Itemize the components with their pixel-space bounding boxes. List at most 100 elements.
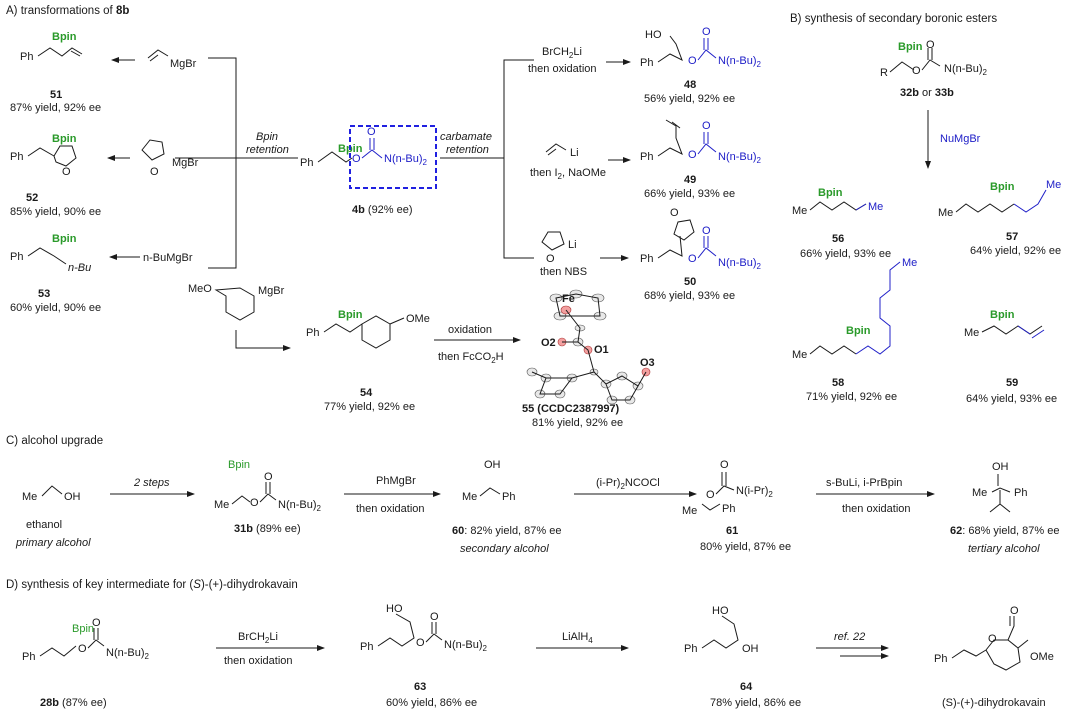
svg-text:HO: HO xyxy=(386,603,403,615)
svg-text:Me: Me xyxy=(972,487,987,499)
reagent-48-1: BrCH2Li xyxy=(542,46,582,60)
svg-text:Me: Me xyxy=(964,327,979,339)
svg-text:Me: Me xyxy=(792,205,807,217)
svg-text:Li: Li xyxy=(570,147,579,159)
compound-56-yield: 66% yield, 93% ee xyxy=(800,248,891,260)
compound-61-label: 61 xyxy=(726,525,738,537)
compound-28b: Ph Bpin O O N(n-Bu)2 28b (87% ee) xyxy=(22,617,150,709)
svg-text:O: O xyxy=(702,225,711,237)
svg-text:Me: Me xyxy=(214,499,229,511)
dihydrokavain-label: (S)-(+)-dihydrokavain xyxy=(942,697,1046,709)
numgbr-reagent: NuMgBr xyxy=(940,133,981,145)
svg-text:O2: O2 xyxy=(541,337,556,349)
svg-text:O1: O1 xyxy=(594,344,609,356)
lialh4-reagent: LiAlH4 xyxy=(562,631,593,645)
compound-54-label: 54 xyxy=(360,387,373,399)
section-b-title: B) synthesis of secondary boronic esters xyxy=(790,13,997,25)
svg-text:Ph: Ph xyxy=(502,491,515,503)
svg-text:Bpin: Bpin xyxy=(52,233,77,245)
compound-55-label: 55 (CCDC2387997) xyxy=(522,403,620,415)
svg-text:N(n-Bu)2: N(n-Bu)2 xyxy=(278,499,322,513)
carbamate-retention-label: carbamate xyxy=(440,131,492,143)
compound-52-label: 52 xyxy=(26,192,38,204)
svg-text:O: O xyxy=(264,471,273,483)
compound-62: OH Me Ph 62: 68% yield, 87% ee tertiary … xyxy=(950,461,1059,555)
svg-text:Ph: Ph xyxy=(1014,487,1027,499)
svg-text:Ph: Ph xyxy=(22,651,35,663)
svg-text:Li: Li xyxy=(568,239,577,251)
svg-text:Bpin: Bpin xyxy=(990,181,1015,193)
svg-text:tertiary alcohol: tertiary alcohol xyxy=(968,543,1040,555)
compound-59-yield: 64% yield, 93% ee xyxy=(966,393,1057,405)
svg-text:primary alcohol: primary alcohol xyxy=(15,537,91,549)
svg-text:O: O xyxy=(688,253,697,265)
then-oxidation-1: then oxidation xyxy=(356,503,425,515)
svg-text:O: O xyxy=(702,120,711,132)
svg-text:O: O xyxy=(706,489,715,501)
compound-48-label: 48 xyxy=(684,79,696,91)
xray-structure-55: Fe O2 O1 O3 xyxy=(526,289,655,405)
svg-text:O: O xyxy=(150,166,159,178)
compound-28b-label: 28b (87% ee) xyxy=(40,697,107,709)
furyl-mgbr-reagent: O MgBr xyxy=(141,139,199,178)
carbamate-retention-label-2: retention xyxy=(446,144,489,156)
svg-text:O: O xyxy=(988,633,997,645)
svg-text:N(n-Bu)2: N(n-Bu)2 xyxy=(718,151,762,165)
compound-63-label: 63 xyxy=(414,681,426,693)
ref-22-label: ref. 22 xyxy=(834,631,865,643)
svg-text:n-Bu: n-Bu xyxy=(68,262,91,274)
svg-text:Ph: Ph xyxy=(306,327,319,339)
compound-55-yield: 81% yield, 92% ee xyxy=(532,417,623,429)
svg-text:HO: HO xyxy=(712,605,729,617)
compound-63-yield: 60% yield, 86% ee xyxy=(386,697,477,709)
svg-text:OMe: OMe xyxy=(406,313,430,325)
compound-51-yield: 87% yield, 92% ee xyxy=(10,102,101,114)
svg-text:Bpin: Bpin xyxy=(72,623,94,635)
svg-text:O: O xyxy=(416,637,425,649)
then-oxidation-2: then oxidation xyxy=(842,503,911,515)
svg-text:N(n-Bu)2: N(n-Bu)2 xyxy=(444,639,488,653)
compound-48-yield: 56% yield, 92% ee xyxy=(644,93,735,105)
aryl-mgbr-reagent: MeO MgBr xyxy=(188,283,285,321)
compound-60: OH Me Ph 60: 82% yield, 87% ee secondary… xyxy=(452,459,561,555)
section-a-title: A) transformations of 8b xyxy=(6,5,129,17)
bpin-retention-label: Bpin xyxy=(256,131,278,143)
svg-text:O: O xyxy=(926,39,935,51)
phmgbr-reagent: PhMgBr xyxy=(376,475,416,487)
svg-text:R: R xyxy=(880,67,888,79)
svg-text:32b or 33b: 32b or 33b xyxy=(900,87,954,99)
fcco2h-label: then FcCO2H xyxy=(438,351,504,365)
two-steps-label: 2 steps xyxy=(133,477,170,489)
svg-text:OH: OH xyxy=(992,461,1009,473)
compound-4b-label: 4b (92% ee) xyxy=(352,204,413,216)
svg-text:Me: Me xyxy=(462,491,477,503)
svg-text:secondary alcohol: secondary alcohol xyxy=(460,543,549,555)
section-c-title: C) alcohol upgrade xyxy=(6,435,103,447)
compound-4b: Ph Bpin O O N(n-Bu)2 4b (92% ee) xyxy=(300,125,437,216)
svg-text:OH: OH xyxy=(484,459,501,471)
reagent-49-2: then I2, NaOMe xyxy=(530,167,606,181)
svg-text:Bpin: Bpin xyxy=(228,459,250,471)
svg-text:Ph: Ph xyxy=(360,641,373,653)
compound-51-label: 51 xyxy=(50,89,62,101)
svg-text:N(n-Bu)2: N(n-Bu)2 xyxy=(106,647,150,661)
compound-64-yield: 78% yield, 86% ee xyxy=(710,697,801,709)
svg-text:O: O xyxy=(720,459,729,471)
svg-text:Me: Me xyxy=(868,201,883,213)
compound-49-label: 49 xyxy=(684,174,696,186)
reagent-48-2: then oxidation xyxy=(528,63,597,75)
svg-text:Me: Me xyxy=(1046,179,1061,191)
svg-text:O: O xyxy=(250,497,259,509)
compound-64-label: 64 xyxy=(740,681,753,693)
svg-text:N(n-Bu)2: N(n-Bu)2 xyxy=(718,55,762,69)
svg-text:O: O xyxy=(92,617,101,629)
svg-text:MgBr: MgBr xyxy=(172,157,199,169)
svg-text:Bpin: Bpin xyxy=(52,133,77,145)
svg-text:N(n-Bu)2: N(n-Bu)2 xyxy=(944,63,988,77)
svg-text:O3: O3 xyxy=(640,357,655,369)
ethanol: Me OH ethanol primary alcohol xyxy=(15,485,91,549)
svg-text:Bpin: Bpin xyxy=(818,187,843,199)
reagent-50-2: then NBS xyxy=(540,266,587,278)
compound-56: Me Bpin Me 56 66% yield, 93% ee xyxy=(792,187,891,260)
